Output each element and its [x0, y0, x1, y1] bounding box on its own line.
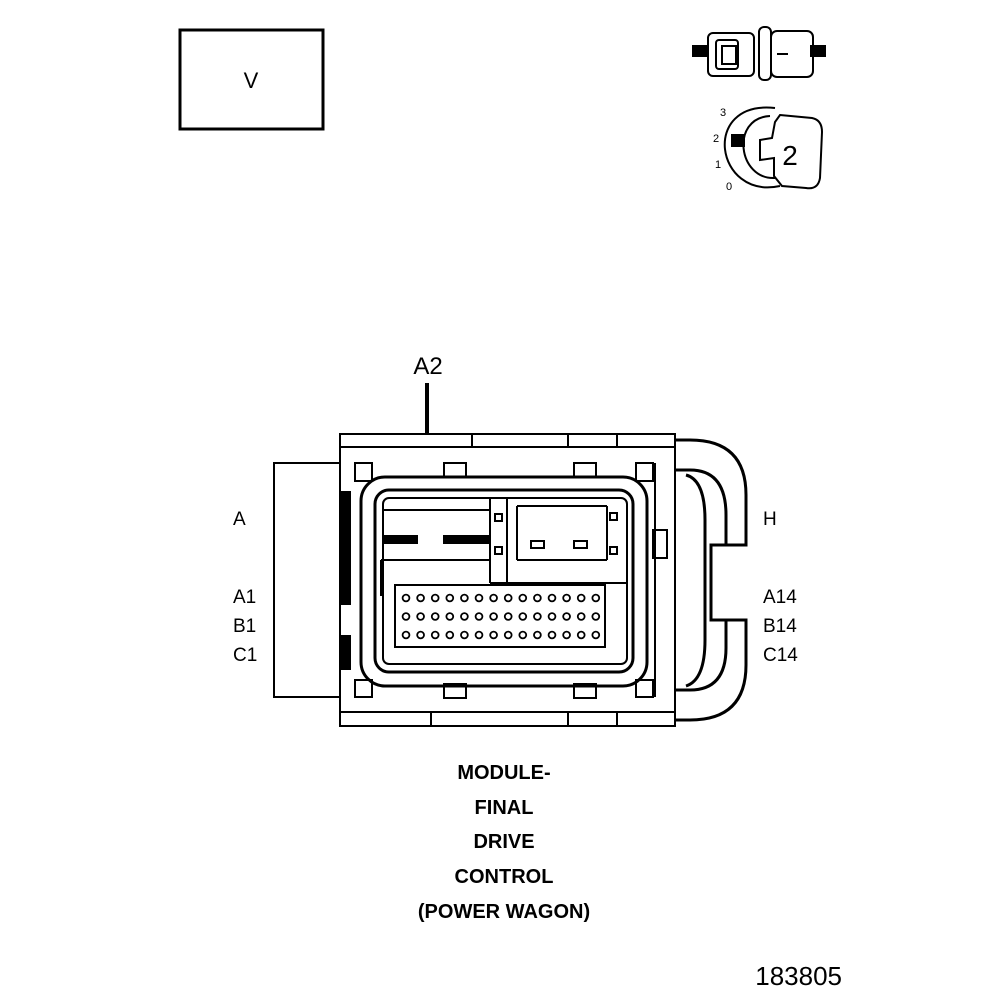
right-pin-labels: H A14 B14 C14 [763, 509, 798, 666]
left-label-b1: B1 [233, 616, 256, 637]
callout-label: A2 [413, 353, 442, 380]
pin-field [401, 593, 601, 640]
color-code-box: V [178, 28, 325, 131]
key-position-icon: 2 3 2 1 0 [713, 106, 824, 193]
pin-cavity [474, 630, 484, 640]
pin-cavity [460, 630, 469, 640]
title-line-2: FINAL [475, 797, 534, 819]
title-line-3: DRIVE [473, 831, 534, 853]
pin-cavity [591, 630, 601, 640]
pin-cavity [576, 630, 586, 640]
pin-cavity [547, 630, 557, 640]
figure-number: 183805 [755, 961, 842, 991]
pin-cavity [430, 612, 440, 621]
pin-cavity [533, 612, 542, 621]
left-pin-labels: A A1 B1 C1 [233, 509, 257, 666]
pin-cavity [416, 593, 425, 603]
pin-cavity [576, 593, 586, 603]
pin-cavity [489, 593, 498, 603]
color-code-label: V [244, 68, 259, 93]
pin-cavity [474, 593, 484, 603]
pin-cavity [562, 630, 571, 640]
right-label-b14: B14 [763, 616, 797, 637]
pin-cavity [401, 630, 411, 640]
pin-cavity [474, 612, 484, 621]
pin-cavity [533, 593, 542, 603]
key-position-2: 2 [713, 133, 719, 145]
pin-cavity [416, 630, 425, 640]
pin-cavity [445, 593, 455, 603]
pin-cavity [591, 593, 601, 603]
connector-latch [675, 438, 748, 722]
pin-cavity [547, 612, 557, 621]
pin-cavity [430, 630, 440, 640]
pin-cavity [503, 612, 513, 621]
pin-cavity [503, 593, 513, 603]
left-label-c1: C1 [233, 645, 257, 666]
pin-cavity [445, 612, 455, 621]
key-position-3: 3 [720, 107, 726, 119]
pin-cavity [416, 612, 425, 621]
connector-face [273, 433, 676, 727]
pin-cavity [503, 630, 513, 640]
pin-cavity [460, 612, 469, 621]
pin-cavity [591, 612, 601, 621]
title-line-1: MODULE- [457, 762, 550, 784]
pin-cavity [518, 593, 528, 603]
left-label-a: A [233, 509, 246, 530]
pin-cavity [430, 593, 440, 603]
pin-cavity [518, 612, 528, 621]
pin-cavity [547, 593, 557, 603]
title-line-5: (POWER WAGON) [418, 901, 590, 923]
connector-side-icon [692, 26, 826, 81]
pin-cavity [562, 593, 571, 603]
key-position-0: 0 [726, 181, 732, 193]
right-label-c14: C14 [763, 645, 798, 666]
pin-cavity [401, 612, 411, 621]
pin-cavity [401, 593, 411, 603]
pin-cavity [518, 630, 528, 640]
right-label-a14: A14 [763, 587, 797, 608]
title-line-4: CONTROL [455, 866, 554, 888]
key-selected-label: 2 [782, 140, 798, 171]
key-position-1: 1 [715, 159, 721, 171]
left-label-a1: A1 [233, 587, 256, 608]
pin-cavity [533, 630, 542, 640]
pin-cavity [576, 612, 586, 621]
pin-cavity [460, 593, 469, 603]
module-title: MODULE- FINAL DRIVE CONTROL (POWER WAGON… [418, 762, 590, 923]
pin-cavity [445, 630, 455, 640]
pin-cavity [489, 612, 498, 621]
pin-cavity [562, 612, 571, 621]
right-label-h: H [763, 509, 777, 530]
pin-cavity [489, 630, 498, 640]
